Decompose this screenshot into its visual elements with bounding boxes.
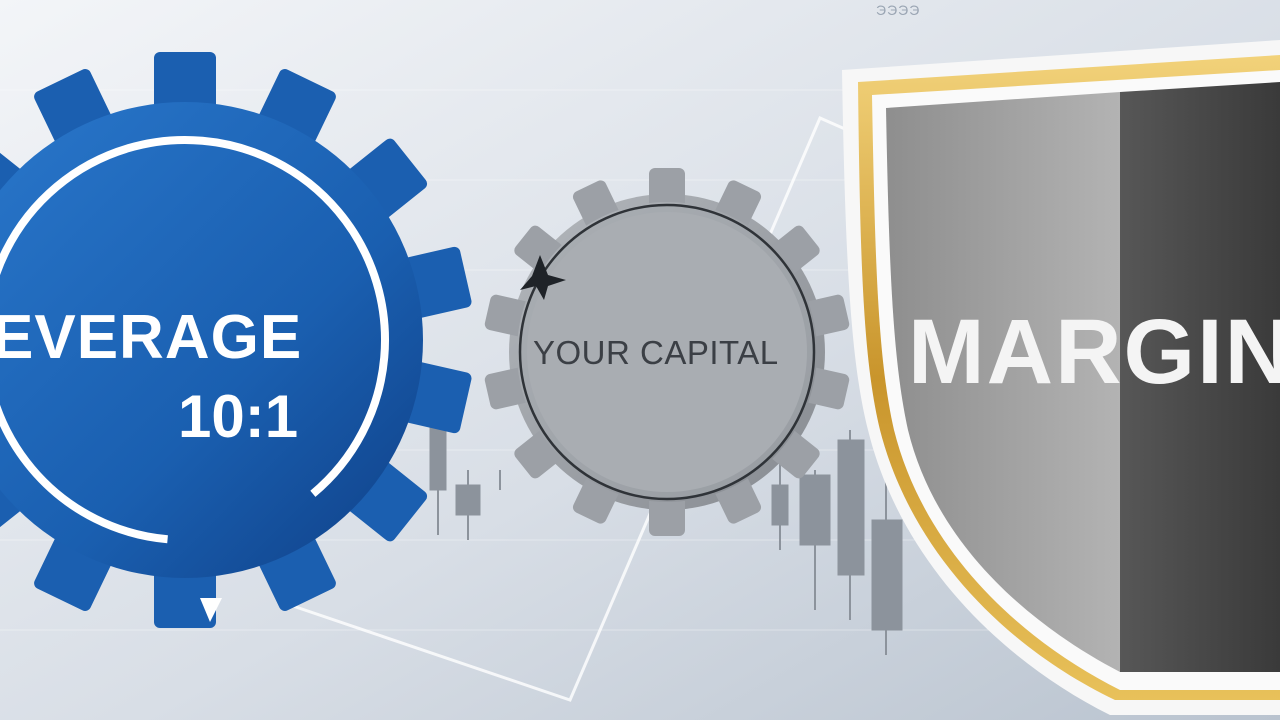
margin-label: MARGIN bbox=[908, 301, 1280, 403]
leverage-label: EVERAGE bbox=[0, 303, 303, 372]
capital-label: YOUR CAPITAL bbox=[533, 334, 779, 371]
blue-gear-icon bbox=[0, 52, 472, 628]
shield-icon bbox=[842, 40, 1280, 715]
candlestick-chart-icon bbox=[429, 370, 903, 655]
gray-gear-icon bbox=[484, 168, 850, 536]
leverage-ratio: 10:1 bbox=[178, 383, 299, 450]
top-code-text: ЭЭЭЭ bbox=[876, 2, 921, 18]
spark-icon bbox=[520, 255, 566, 300]
